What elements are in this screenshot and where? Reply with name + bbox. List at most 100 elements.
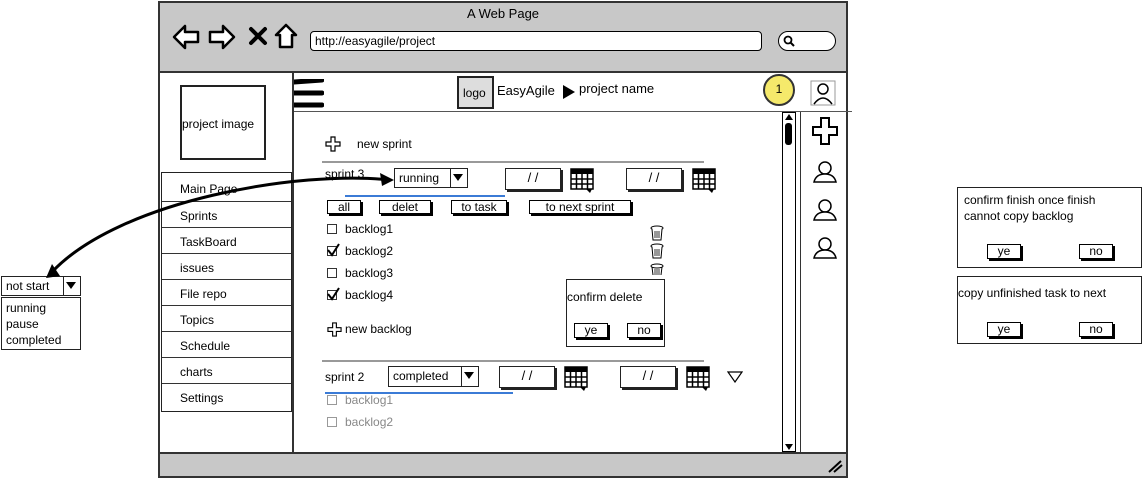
new-sprint-link[interactable]: new sprint	[357, 137, 412, 151]
backlog-label: backlog2	[345, 244, 394, 258]
sidebar-item-settings[interactable]: Settings	[162, 383, 291, 409]
scrollbar[interactable]	[782, 112, 796, 452]
menu-icon[interactable]	[294, 79, 324, 109]
sprint-3-end-date[interactable]: / /	[626, 168, 682, 190]
sidebar-item-file-repo[interactable]: File repo	[162, 279, 291, 305]
search-field[interactable]	[778, 31, 836, 51]
address-bar[interactable]: http://easyagile/project	[310, 31, 762, 51]
calendar-icon[interactable]	[686, 366, 712, 392]
sidebar-item-topics[interactable]: Topics	[162, 305, 291, 331]
notification-badge[interactable]: 1	[763, 74, 795, 106]
user-avatar-icon[interactable]	[810, 80, 836, 106]
trash-icon[interactable]	[650, 225, 664, 241]
status-option[interactable]: completed	[6, 333, 62, 347]
copy-task-text: copy unfinished task to next	[958, 286, 1107, 300]
confirm-finish-text-line1: confirm finish once finish	[964, 193, 1096, 207]
trash-icon[interactable]	[650, 243, 664, 259]
plus-icon[interactable]	[325, 136, 341, 152]
sprint-2-name: sprint 2	[325, 370, 365, 384]
backlog-checkbox[interactable]	[327, 287, 340, 301]
new-backlog-link[interactable]: new backlog	[345, 322, 412, 336]
sprint-3-underline	[345, 195, 505, 197]
confirm-delete-no-button[interactable]: no	[627, 323, 661, 338]
sprint-2-underline	[325, 392, 513, 394]
sidebar-item-schedule[interactable]: Schedule	[162, 331, 291, 357]
scroll-thumb[interactable]	[785, 123, 792, 145]
sidebar-menu: Main Page Sprints TaskBoard issues File …	[161, 172, 292, 412]
sprint-2-status-select[interactable]: completed	[388, 366, 479, 387]
calendar-icon[interactable]	[564, 366, 590, 392]
backlog-checkbox[interactable]	[327, 417, 337, 427]
right-rail	[800, 112, 801, 452]
calendar-icon[interactable]	[692, 168, 718, 194]
dropdown-arrow	[63, 277, 80, 295]
backlog-checkbox[interactable]	[327, 224, 337, 234]
scroll-down-arrow[interactable]	[785, 444, 793, 450]
copy-task-dialog: copy unfinished task to next	[957, 276, 1142, 344]
dropdown-arrow	[461, 367, 478, 386]
sprint-3-status-select[interactable]: running	[394, 168, 468, 188]
search-icon	[783, 35, 795, 47]
add-icon[interactable]	[811, 116, 839, 146]
select-all-button[interactable]: all	[327, 200, 361, 214]
breadcrumb-arrow-icon	[563, 85, 575, 99]
forward-icon[interactable]	[208, 24, 236, 50]
sidebar-item-charts[interactable]: charts	[162, 357, 291, 383]
calendar-icon[interactable]	[570, 168, 596, 194]
notification-count: 1	[775, 82, 783, 96]
sidebar-item-taskboard[interactable]: TaskBoard	[162, 227, 291, 253]
backlog-label: backlog1	[345, 393, 394, 407]
dropdown-arrow	[450, 169, 467, 187]
sprint-2-start-date[interactable]: / /	[499, 366, 555, 388]
user-icon[interactable]	[812, 236, 838, 260]
sprint-2-status-value: completed	[393, 369, 449, 383]
trash-icon[interactable]	[650, 263, 664, 275]
to-task-button[interactable]: to task	[451, 200, 507, 214]
project-image: project image	[180, 85, 266, 160]
copy-task-no-button[interactable]: no	[1079, 322, 1113, 337]
user-icon[interactable]	[812, 160, 838, 184]
backlog-checkbox[interactable]	[327, 243, 340, 257]
status-option[interactable]: running	[6, 301, 47, 315]
confirm-finish-dialog: confirm finish once finish cannot copy b…	[957, 187, 1142, 268]
expand-triangle-icon[interactable]	[727, 371, 743, 383]
sprint-divider	[322, 161, 704, 163]
copy-task-yes-button[interactable]: ye	[987, 322, 1021, 337]
resize-grip-icon[interactable]	[827, 459, 843, 473]
back-icon[interactable]	[172, 24, 200, 50]
backlog-checkbox[interactable]	[327, 395, 337, 405]
status-option[interactable]: pause	[6, 317, 39, 331]
confirm-finish-yes-button[interactable]: ye	[987, 244, 1021, 259]
chevron-down-icon	[464, 372, 474, 379]
checkmark-icon	[327, 287, 340, 301]
chevron-down-icon	[66, 282, 76, 289]
backlog-label: backlog1	[345, 222, 394, 236]
sidebar-item-main-page[interactable]: Main Page	[180, 182, 238, 196]
user-icon[interactable]	[812, 198, 838, 222]
scroll-up-arrow[interactable]	[785, 114, 793, 120]
backlog-label: backlog4	[345, 288, 394, 302]
sprint-3-status-value: running	[399, 171, 440, 185]
status-dropdown-select[interactable]: not start	[1, 276, 81, 296]
sprint-2-end-date[interactable]: / /	[620, 366, 676, 388]
confirm-delete-title: confirm delete	[567, 290, 643, 304]
close-icon[interactable]	[248, 26, 268, 46]
sprint-3-name: sprint 3	[325, 167, 365, 181]
sidebar-item-issues[interactable]: issues	[162, 253, 291, 279]
backlog-label: backlog2	[345, 415, 394, 429]
project-name: project name	[579, 81, 655, 96]
checkmark-icon	[327, 243, 340, 257]
sidebar-item-sprints[interactable]: Sprints	[162, 201, 291, 227]
home-icon[interactable]	[274, 23, 298, 49]
delete-button[interactable]: delet	[379, 200, 431, 214]
backlog-label: backlog3	[345, 266, 394, 280]
sprint-3-start-date[interactable]: / /	[505, 168, 561, 190]
project-image-label: project image	[182, 117, 255, 131]
plus-icon[interactable]	[327, 322, 342, 337]
confirm-finish-no-button[interactable]: no	[1079, 244, 1113, 259]
confirm-finish-text-line2: cannot copy backlog	[964, 209, 1074, 223]
backlog-checkbox[interactable]	[327, 268, 337, 278]
window-title: A Web Page	[467, 6, 540, 21]
confirm-delete-yes-button[interactable]: ye	[574, 323, 608, 338]
to-next-sprint-button[interactable]: to next sprint	[529, 200, 631, 214]
